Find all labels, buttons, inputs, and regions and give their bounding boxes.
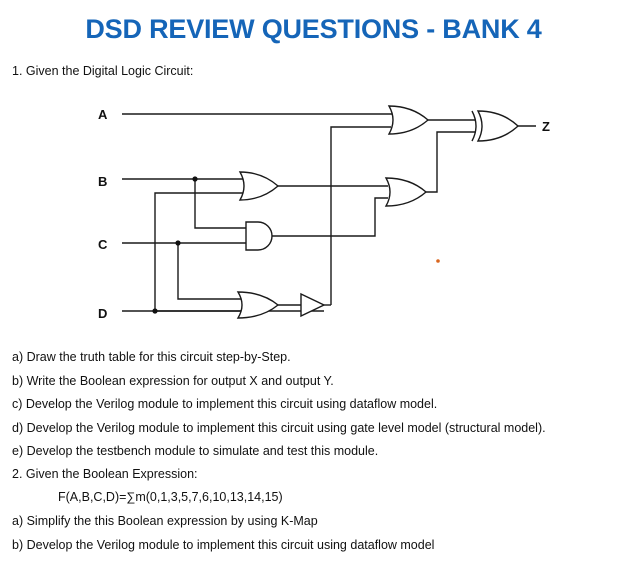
question-2-heading: 2. Given the Boolean Expression: [12, 467, 198, 481]
junction-b [192, 176, 198, 182]
q2-expression: F(A,B,C,D)=∑m(0,1,3,5,7,6,10,13,14,15) [58, 490, 283, 504]
junction-c [175, 240, 181, 246]
q1-part-b: b) Write the Boolean expression for outp… [12, 374, 334, 388]
input-label-b: B [98, 174, 107, 189]
or-gate-3 [236, 291, 280, 319]
input-label-d: D [98, 306, 107, 321]
question-1-heading: 1. Given the Digital Logic Circuit: [12, 64, 194, 78]
page-title: DSD REVIEW QUESTIONS - BANK 4 [85, 14, 542, 44]
and-gate [245, 221, 273, 251]
input-label-a: A [98, 107, 108, 122]
q1-part-e: e) Develop the testbench module to simul… [12, 444, 379, 458]
wire-or2-out [426, 131, 476, 193]
stray-dot [436, 259, 440, 263]
q1-part-d: d) Develop the Verilog module to impleme… [12, 421, 546, 435]
or-gate-1 [238, 171, 280, 201]
wire-b-to-and [194, 179, 246, 229]
junction-d [152, 308, 158, 314]
q2-part-a: a) Simplify the this Boolean expression … [12, 514, 318, 528]
q1-part-c: c) Develop the Verilog module to impleme… [12, 397, 438, 411]
wire-buffer-to-or-top [330, 126, 391, 305]
xor-back-curve [471, 110, 477, 142]
buffer-gate [300, 292, 326, 318]
wire-d-to-or1 [154, 192, 245, 311]
wire-c-to-or3 [177, 243, 241, 300]
input-label-c: C [98, 237, 108, 252]
output-label-z: Z [542, 119, 550, 134]
xor-gate [476, 110, 520, 142]
q1-part-a: a) Draw the truth table for this circuit… [12, 350, 291, 364]
logic-circuit-diagram: A B C D Z [98, 105, 550, 321]
or-gate-top [387, 105, 430, 135]
or-gate-2 [384, 177, 428, 207]
q2-part-b: b) Develop the Verilog module to impleme… [12, 538, 435, 552]
wire-and-out [272, 197, 388, 237]
